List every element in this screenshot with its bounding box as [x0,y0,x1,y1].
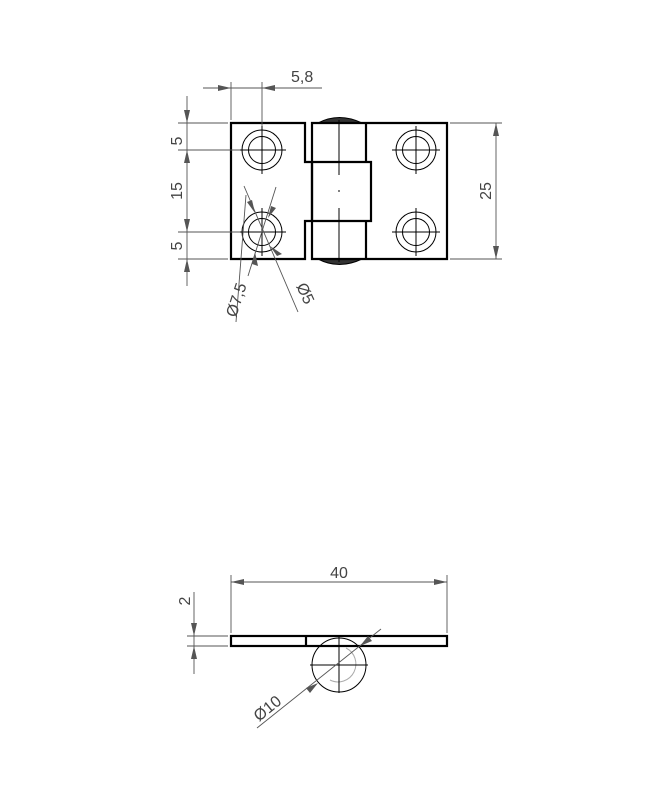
dim-label-dia-10: Ø10 [251,693,285,725]
dimension-hole-offset-x: 5,8 [203,69,322,126]
right-leaf [310,121,449,261]
leaf-plates [229,634,449,648]
hole-top-right [392,126,440,174]
dim-label-dia-5: Ø5 [292,281,316,308]
dim-label-25: 25 [478,182,495,200]
dimension-length: 40 [230,565,448,633]
dim-label-15: 15 [169,182,186,200]
dim-label-5-8: 5,8 [291,69,313,86]
side-view: 40 2 Ø10 [177,565,449,729]
dimension-thickness: 2 [177,592,228,674]
hole-bottom-right [392,208,440,256]
top-view: 5,8 5 15 5 25 [169,69,502,323]
dim-label-5-bottom: 5 [169,241,186,250]
hole-top-left [238,126,286,174]
dim-label-5-top: 5 [169,136,186,145]
dim-label-dia-7-5: Ø7,5 [224,281,251,319]
dim-label-2: 2 [177,596,194,605]
dim-label-40: 40 [330,565,348,582]
dimension-height: 25 [450,122,502,260]
knuckle-center [312,160,373,223]
dimension-left-chain: 5 15 5 [169,96,240,286]
